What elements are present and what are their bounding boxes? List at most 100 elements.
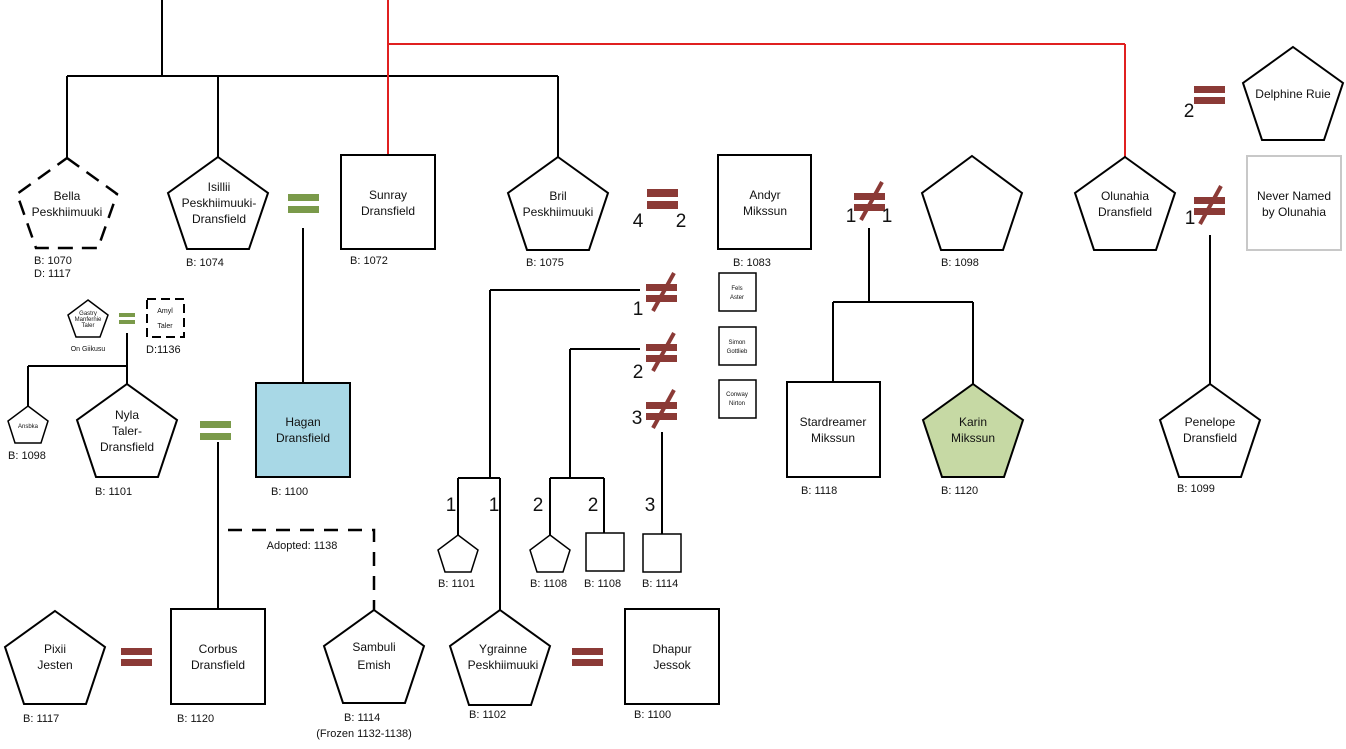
line-number: 2: [588, 495, 599, 516]
male-square-shape: [786, 381, 881, 478]
person-name-line: Stardreamer: [800, 415, 867, 429]
person-karin[interactable]: Karin Mikssun B: 1120: [921, 382, 1025, 497]
person-name-line: Mikssun: [743, 204, 787, 218]
person-ygrainne[interactable]: Ygrainne Peskhiimuuki B: 1102: [448, 608, 552, 721]
person-ansbka[interactable]: Ansbka B: 1098: [7, 405, 49, 462]
marriage-symbol-isillii: [288, 194, 319, 213]
female-pentagon-shape: [506, 155, 610, 251]
person-name-line: Emish: [357, 658, 390, 672]
person-name-line: Nyla: [115, 408, 139, 422]
person-name-line: Peskhiimuuki-: [182, 196, 257, 210]
union-number: 1: [1185, 208, 1196, 229]
union-number: 3: [632, 408, 643, 429]
person-sunray[interactable]: Sunray Dransfield B: 1072: [340, 154, 436, 267]
person-name-line: Amyl: [157, 308, 173, 315]
adopted-label-bg: [258, 536, 346, 552]
person-name-line: Penelope: [1185, 415, 1236, 429]
female-pentagon-shape: [15, 156, 119, 250]
person-name-line: Ansbka: [18, 424, 39, 430]
person-child-1108a[interactable]: B: 1108: [529, 534, 571, 590]
person-delphine[interactable]: Delphine Ruie: [1241, 45, 1345, 141]
birth-date: B: 1114: [642, 578, 678, 590]
birth-date: B: 1100: [271, 486, 308, 498]
person-name-line: by Olunahia: [1262, 205, 1326, 219]
person-hagan[interactable]: Hagan Dransfield B: 1100: [255, 382, 351, 498]
death-date: D:1136: [146, 344, 181, 356]
person-name-line: Dransfield: [1098, 205, 1152, 219]
union-symbols: [119, 86, 1225, 666]
marriage-symbol-ygrainne-dhapur: [572, 648, 603, 666]
person-name-line: Manfernie: [75, 317, 102, 323]
birth-date: B: 1100: [634, 709, 671, 721]
union-number: 1: [882, 206, 893, 227]
death-date: D: 1117: [34, 268, 71, 280]
location-note: On Giikusu: [71, 346, 106, 353]
person-child-1101[interactable]: B: 1101: [437, 534, 479, 590]
person-dhapur[interactable]: Dhapur Jessok B: 1100: [624, 608, 720, 721]
male-square-shape: [717, 154, 812, 250]
person-bella[interactable]: Bella Peskhiimuuki B: 1070 D: 1117: [15, 156, 119, 280]
female-pentagon-shape: [67, 299, 109, 338]
person-name-line: Dransfield: [361, 204, 415, 218]
female-pentagon-shape: [322, 608, 426, 704]
person-name-line: Dransfield: [100, 440, 154, 454]
person-isillii[interactable]: Isillii Peskhiimuuki- Dransfield B: 1074: [166, 155, 270, 269]
male-square-shape: [718, 326, 757, 366]
female-pentagon-shape: [920, 154, 1024, 251]
union-number: 1: [633, 299, 644, 320]
union-number: 2: [676, 211, 687, 232]
person-amyl[interactable]: Amyl Taler D:1136: [146, 298, 185, 356]
person-child-1108b[interactable]: B: 1108: [584, 532, 625, 590]
union-numbers: 4 2 1 1 1 2 1 2 3 1 1 2 2 3: [446, 101, 1196, 516]
person-gastry[interactable]: Gastry Manfernie Taler On Giikusu: [67, 299, 109, 353]
person-name-line: Dhapur: [652, 642, 691, 656]
divorce-symbol-andyr: [854, 181, 885, 221]
person-fels[interactable]: Fels Aster: [718, 272, 757, 312]
person-name-line: Peskhiimuuki: [523, 205, 594, 219]
person-name-line: Simon: [728, 340, 745, 346]
person-name-line: Taler: [81, 323, 94, 329]
divorce-symbol-bril-1: [646, 272, 677, 312]
person-corbus[interactable]: Corbus Dransfield B: 1120: [170, 608, 266, 725]
person-pixii[interactable]: Pixii Jesten B: 1117: [3, 609, 107, 725]
person-conway[interactable]: Conway Nirton: [718, 379, 757, 419]
female-pentagon-shape: [1158, 382, 1262, 478]
person-name-line: Taler: [157, 323, 173, 330]
person-stardreamer[interactable]: Stardreamer Mikssun B: 1118: [786, 381, 881, 497]
birth-date: B: 1117: [23, 713, 59, 725]
person-name-line: Jesten: [37, 658, 72, 672]
birth-date: B: 1101: [438, 578, 475, 590]
person-nyla[interactable]: Nyla Taler- Dransfield B: 1101: [75, 382, 179, 498]
person-name-line: Corbus: [199, 642, 238, 656]
person-name-line: Dransfield: [276, 431, 330, 445]
person-child-1114[interactable]: B: 1114: [642, 533, 682, 590]
person-bril[interactable]: Bril Peskhiimuuki B: 1075: [506, 155, 610, 269]
female-pentagon-shape: [921, 382, 1025, 478]
person-olunahia[interactable]: Olunahia Dransfield: [1073, 155, 1177, 251]
person-name-line: Never Named: [1257, 189, 1331, 203]
person-unnamed-1098[interactable]: B: 1098: [920, 154, 1024, 269]
union-number: 2: [633, 362, 644, 383]
person-name-line: Aster: [730, 295, 744, 301]
person-andyr[interactable]: Andyr Mikssun B: 1083: [717, 154, 812, 269]
person-sambuli[interactable]: Sambuli Emish B: 1114 (Frozen 1132-1138): [316, 608, 426, 740]
male-square-shape: [340, 154, 436, 250]
person-name-line: Karin: [959, 415, 987, 429]
person-name-line: Pixii: [44, 642, 66, 656]
birth-date: B: 1072: [350, 255, 388, 267]
male-square-shape: [585, 532, 625, 572]
male-square-shape: [146, 298, 185, 338]
female-pentagon-shape: [437, 534, 479, 573]
birth-date: B: 1099: [1177, 483, 1215, 495]
person-penelope[interactable]: Penelope Dransfield B: 1099: [1158, 382, 1262, 495]
line-number: 3: [645, 495, 656, 516]
person-never-named[interactable]: Never Named by Olunahia: [1246, 155, 1342, 251]
person-simon[interactable]: Simon Gottlieb: [718, 326, 757, 366]
birth-date: B: 1120: [177, 713, 214, 725]
person-name-line: Mikssun: [951, 431, 995, 445]
person-name-line: Delphine Ruie: [1255, 87, 1331, 101]
birth-date: B: 1101: [95, 486, 132, 498]
female-pentagon-shape: [3, 609, 107, 705]
person-name-line: Andyr: [749, 188, 780, 202]
